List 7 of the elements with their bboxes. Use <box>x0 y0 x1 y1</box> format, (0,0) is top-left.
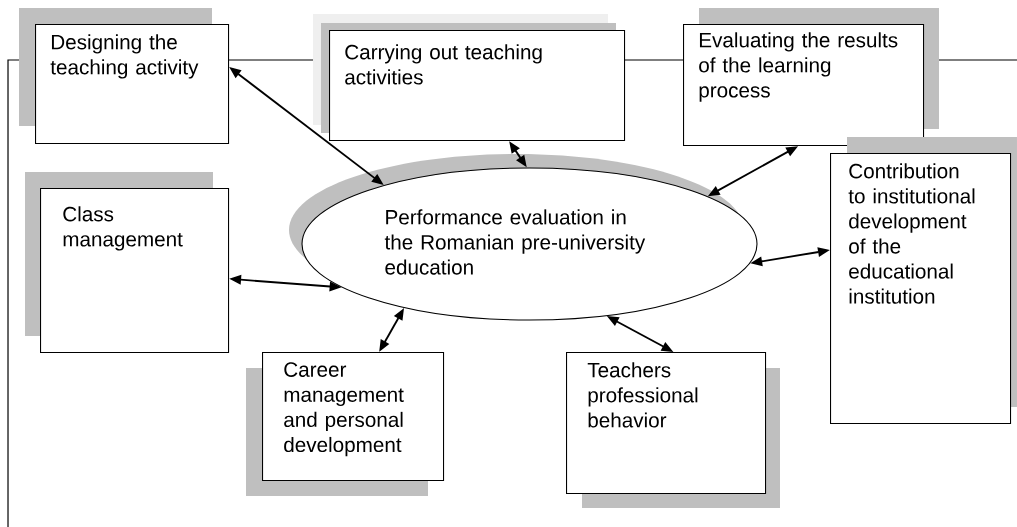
process-box: Teachers professional behavior <box>566 352 780 508</box>
process-box: Evaluating the results of the learning process <box>683 8 939 147</box>
process-box: Designing the teaching activity <box>19 8 230 145</box>
process-box: Carrying out teaching activities <box>313 14 626 142</box>
process-box: Contribution to institutional development of the educational institution <box>830 137 1017 425</box>
process-box: Career management and personal development <box>246 352 445 496</box>
process-box: Class management <box>25 172 230 354</box>
